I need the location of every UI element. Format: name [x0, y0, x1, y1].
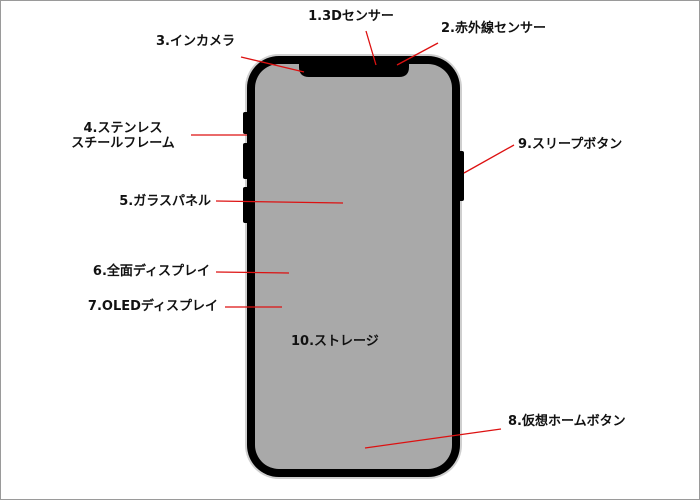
leader-line-glass-panel — [215, 200, 344, 204]
label-infrared: 2.赤外線センサー — [441, 21, 546, 36]
leader-line-sensor3d — [365, 30, 377, 66]
notch — [299, 59, 409, 77]
label-storage: 10.ストレージ — [291, 334, 379, 349]
leader-line-sleep-button — [463, 144, 515, 174]
leader-line-full-display — [215, 271, 290, 274]
label-full-display: 6.全面ディスプレイ — [92, 264, 210, 279]
leader-line-infrared — [396, 42, 439, 66]
leader-line-front-camera — [240, 56, 305, 73]
label-glass-panel: 5.ガラスパネル — [119, 194, 211, 209]
leader-line-virtual-home — [364, 428, 502, 449]
label-frame-line1: 4.ステンレス — [83, 121, 163, 136]
label-sensor3d: 1.3Dセンサー — [308, 9, 394, 24]
label-frame: 4.ステンレス スチールフレーム — [56, 121, 190, 151]
label-virtual-home: 8.仮想ホームボタン — [508, 414, 626, 429]
label-frame-line2: スチールフレーム — [71, 136, 175, 151]
label-front-camera: 3.インカメラ — [156, 34, 235, 49]
label-sleep-button: 9.スリープボタン — [518, 137, 623, 152]
label-oled-display: 7.OLEDディスプレイ — [87, 299, 218, 314]
screen — [255, 64, 452, 469]
